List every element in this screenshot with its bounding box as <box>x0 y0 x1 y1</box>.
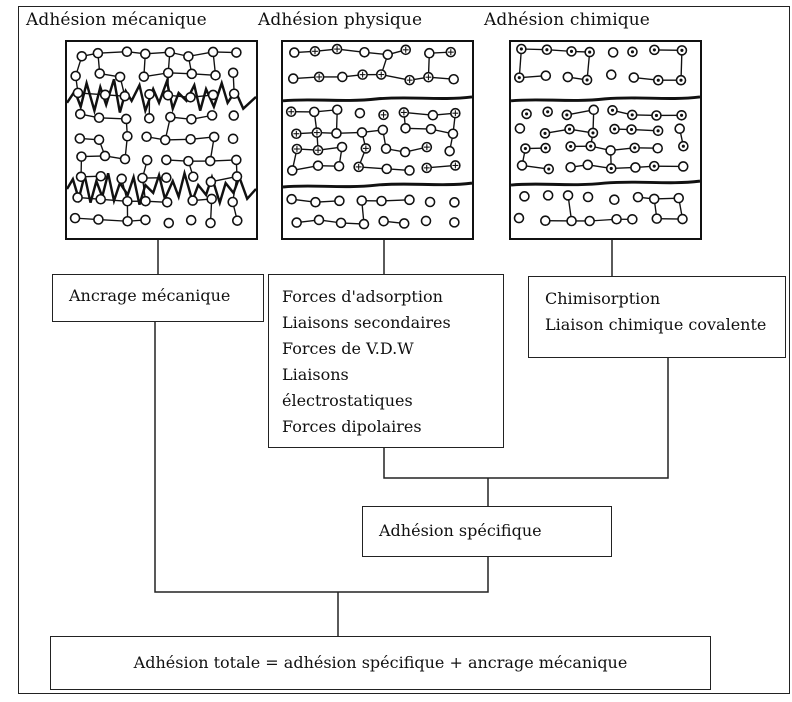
specific-adhesion-label: Adhésion spécifique <box>379 521 542 540</box>
mechanical-adhesion-panel <box>65 40 258 240</box>
chemical-adhesion-panel <box>509 40 702 240</box>
interface-line-upper <box>283 95 472 103</box>
mechanical-anchor-label: Ancrage mécanique <box>69 286 231 305</box>
interface-line-lower <box>283 181 472 189</box>
figure-frame <box>18 6 790 694</box>
interface-line-upper <box>511 95 700 103</box>
title-physical-adhesion: Adhésion physique <box>258 10 423 30</box>
chemical-bonds-box: Chimisorption Liaison chimique covalente <box>528 276 786 358</box>
connector-phys-chem-join <box>383 358 669 479</box>
physical-forces-box: Forces d'adsorption Liaisons secondaires… <box>268 274 504 448</box>
chemical-molecular-illustration <box>511 43 700 227</box>
chemical-bond-item: Chimisorption <box>545 289 661 308</box>
physical-force-item: Forces de V.D.W <box>282 339 414 358</box>
title-chemical-adhesion: Adhésion chimique <box>484 10 650 30</box>
physical-adhesion-panel <box>281 40 474 240</box>
physical-force-item: Forces dipolaires <box>282 417 422 436</box>
interface-line-lower <box>511 179 700 187</box>
physical-force-item: Forces d'adsorption <box>282 287 443 306</box>
physical-force-item: Liaisons <box>282 365 349 384</box>
physical-molecular-illustration <box>283 43 472 230</box>
interface-line-lower <box>67 168 256 207</box>
connector-anchor-specific-join <box>154 322 489 593</box>
total-adhesion-box: Adhésion totale = adhésion spécifique + … <box>50 636 711 690</box>
mechanical-molecular-illustration <box>67 46 256 229</box>
physical-force-item: Liaisons secondaires <box>282 313 451 332</box>
total-adhesion-label: Adhésion totale = adhésion spécifique + … <box>133 653 628 672</box>
title-mechanical-adhesion: Adhésion mécanique <box>26 10 207 30</box>
chemical-bond-item: Liaison chimique covalente <box>545 315 767 334</box>
mechanical-anchor-box: Ancrage mécanique <box>52 274 264 322</box>
specific-adhesion-box: Adhésion spécifique <box>362 506 612 557</box>
physical-force-item: électrostatiques <box>282 391 413 410</box>
